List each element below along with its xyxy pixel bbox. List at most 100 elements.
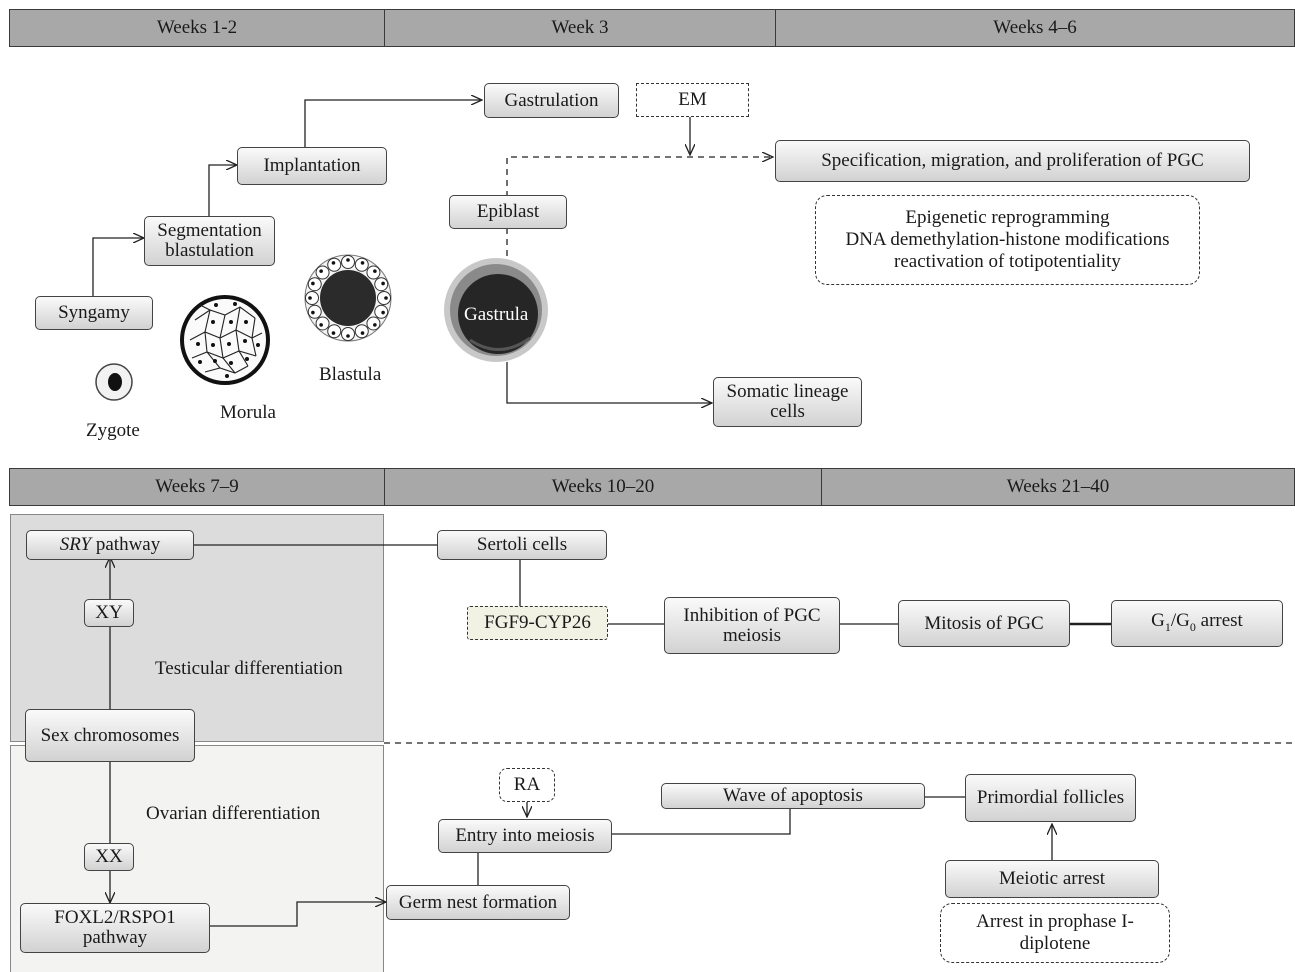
segmentation-to-implantation-connector bbox=[208, 165, 237, 216]
gastrula-label: Gastrula bbox=[464, 304, 529, 325]
epiblast-node: Epiblast bbox=[449, 195, 567, 229]
entry-meiosis-node: Entry into meiosis bbox=[438, 819, 612, 853]
blastula-cell-nucleus bbox=[331, 331, 336, 335]
sertoli-text: Sertoli cells bbox=[476, 534, 568, 555]
xx-node: XX bbox=[84, 843, 134, 871]
inhibition-text-2: meiosis bbox=[722, 624, 782, 646]
blastula-cell-nucleus bbox=[373, 269, 377, 273]
segmentation-node: Segmentation blastulation bbox=[144, 216, 275, 266]
arrest-slash-text: /G bbox=[1170, 609, 1190, 631]
xy-node: XY bbox=[84, 599, 134, 627]
blastula-cell bbox=[377, 291, 391, 305]
specification-text: Specification, migration, and proliferat… bbox=[821, 150, 1204, 171]
ra-text: RA bbox=[513, 774, 541, 795]
blastula-image bbox=[304, 254, 392, 342]
blastula-cell bbox=[354, 324, 369, 339]
epiblast-text: Epiblast bbox=[476, 201, 540, 222]
gastrulation-text: Gastrulation bbox=[504, 89, 599, 111]
implantation-to-gastrulation-connector bbox=[304, 100, 482, 147]
blastula-cell bbox=[305, 291, 319, 305]
arrest-g-text: G bbox=[1151, 609, 1165, 631]
prophase-text-2: diplotene bbox=[1019, 933, 1091, 954]
em-text: EM bbox=[678, 89, 707, 110]
header-weeks-4-6: Weeks 4–6 bbox=[775, 9, 1295, 47]
foxl2-text-1: FOXL2/RSPO1 bbox=[54, 907, 176, 928]
sry-rest-text: pathway bbox=[91, 534, 161, 555]
blastula-cell-nucleus bbox=[308, 296, 312, 300]
blastula-cell-nucleus bbox=[346, 258, 350, 262]
entry-meiosis-text: Entry into meiosis bbox=[455, 825, 595, 846]
zygote-label: Zygote bbox=[86, 420, 140, 441]
germ-nest-node: Germ nest formation bbox=[386, 885, 570, 920]
blastula-cell-nucleus bbox=[311, 310, 315, 315]
blastula-cell-nucleus bbox=[381, 281, 385, 286]
specification-node: Specification, migration, and proliferat… bbox=[775, 140, 1250, 182]
fgf9-node: FGF9-CYP26 bbox=[467, 606, 608, 640]
blastula-cell bbox=[374, 277, 389, 292]
blastula-cell-nucleus bbox=[319, 323, 323, 327]
gastrula-image bbox=[444, 258, 548, 362]
ra-node: RA bbox=[499, 768, 555, 802]
sex-chromosomes-text: Sex chromosomes bbox=[40, 724, 180, 746]
morula-label: Morula bbox=[220, 402, 276, 423]
blastula-cell-nucleus bbox=[319, 269, 323, 273]
ovarian-label: Ovarian differentiation bbox=[146, 803, 321, 824]
prophase-node: Arrest in prophase I- diplotene bbox=[940, 903, 1170, 963]
blastula-cell bbox=[307, 304, 322, 319]
segmentation-text-1: Segmentation bbox=[157, 220, 262, 241]
mitosis-node: Mitosis of PGC bbox=[898, 600, 1070, 647]
wave-apoptosis-node: Wave of apoptosis bbox=[661, 783, 925, 809]
segmentation-text-2: blastulation bbox=[165, 240, 254, 261]
blastula-cell bbox=[307, 277, 322, 292]
blastula-cell-nucleus bbox=[346, 334, 350, 338]
header-weeks-1-2: Weeks 1-2 bbox=[9, 9, 385, 47]
morula-image bbox=[180, 295, 270, 385]
syngamy-to-segmentation-connector bbox=[92, 238, 144, 296]
syngamy-text: Syngamy bbox=[58, 302, 130, 323]
gastrulation-node: Gastrulation bbox=[484, 83, 619, 118]
em-node: EM bbox=[636, 83, 749, 117]
sertoli-node: Sertoli cells bbox=[437, 530, 607, 560]
epigenetic-text-1: Epigenetic reprogramming bbox=[905, 207, 1110, 228]
testicular-label: Testicular differentiation bbox=[155, 658, 343, 679]
zygote-image bbox=[95, 363, 133, 401]
blastula-cell bbox=[366, 316, 381, 331]
somatic-node: Somatic lineage cells bbox=[713, 377, 862, 427]
inhibition-text-1: Inhibition of PGC bbox=[683, 604, 821, 626]
blastula-cell-nucleus bbox=[360, 331, 365, 335]
header-weeks-7-9: Weeks 7–9 bbox=[9, 468, 385, 506]
blastula-cell-nucleus bbox=[373, 323, 377, 327]
foxl2-to-germnest-connector bbox=[210, 902, 386, 927]
epiblast-to-specification-connector bbox=[506, 157, 773, 197]
primordial-text: Primordial follicles bbox=[976, 787, 1125, 808]
blastula-cell bbox=[341, 255, 355, 269]
syngamy-node: Syngamy bbox=[35, 296, 153, 330]
epigenetic-text-2: DNA demethylation-histone modifications bbox=[845, 229, 1170, 250]
blastula-cell-nucleus bbox=[360, 261, 365, 265]
blastula-cell bbox=[315, 265, 330, 280]
foxl2-text-2: pathway bbox=[82, 927, 148, 948]
header-weeks-21-40: Weeks 21–40 bbox=[821, 468, 1295, 506]
blastula-cell-nucleus bbox=[311, 281, 315, 286]
xy-text: XY bbox=[95, 602, 123, 623]
arrest-sub1-text: 1 bbox=[1164, 619, 1171, 634]
sex-chromosomes-node: Sex chromosomes bbox=[25, 709, 195, 762]
blastula-cell-nucleus bbox=[331, 261, 336, 265]
blastula-cell-nucleus bbox=[384, 296, 388, 300]
arrest-suffix-text: arrest bbox=[1195, 609, 1243, 631]
somatic-text-1: Somatic lineage bbox=[726, 381, 849, 402]
g1g0-arrest-node: G1/G0 arrest bbox=[1111, 600, 1283, 647]
implantation-text: Implantation bbox=[263, 155, 361, 176]
arrest-sub0-text: 0 bbox=[1189, 619, 1196, 634]
prophase-text-1: Arrest in prophase I- bbox=[976, 911, 1134, 932]
arrest-text: G1/G0 arrest bbox=[1151, 609, 1243, 637]
blastula-cell bbox=[327, 324, 342, 339]
fgf9-text: FGF9-CYP26 bbox=[484, 612, 591, 633]
gastrula-to-somatic-connector bbox=[506, 362, 712, 403]
blastula-cell bbox=[341, 327, 355, 341]
blastula-cell bbox=[374, 304, 389, 319]
header-week-3: Week 3 bbox=[384, 9, 776, 47]
meiotic-arrest-text: Meiotic arrest bbox=[998, 868, 1106, 889]
